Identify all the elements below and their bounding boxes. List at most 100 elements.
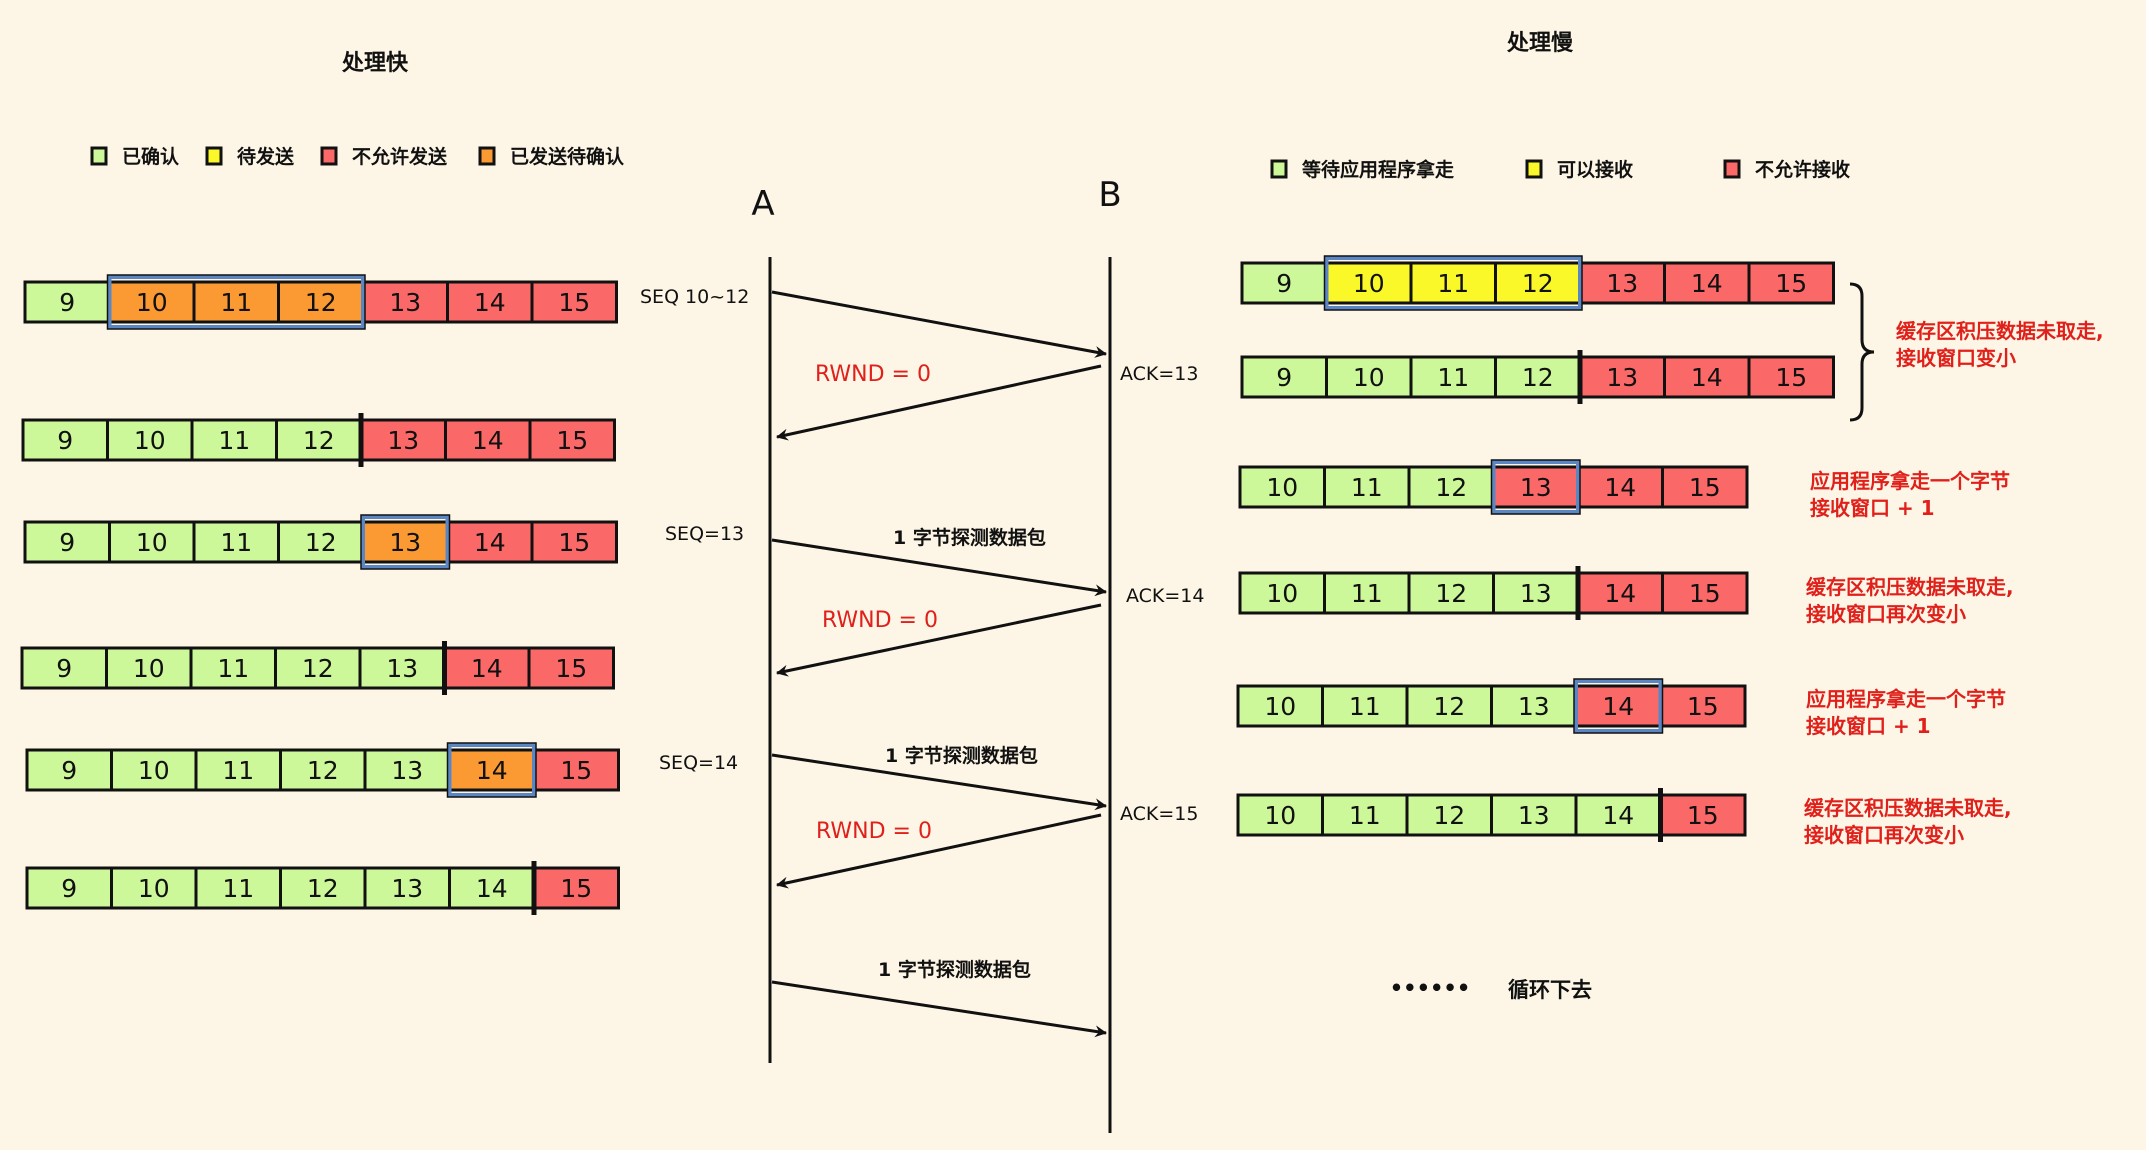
note-line: 应用程序拿走一个字节 — [1810, 469, 2010, 493]
legend-swatch-to-send — [205, 146, 223, 166]
legend-item: 待发送 — [205, 145, 295, 168]
byte-number: 10 — [1264, 692, 1296, 721]
byte-cell — [1323, 571, 1411, 615]
legend-label: 等待应用程序拿走 — [1301, 158, 1454, 181]
byte-cell — [1494, 355, 1582, 399]
byte-number: 10 — [138, 756, 170, 785]
byte-cell — [1663, 355, 1751, 399]
byte-cell — [444, 418, 532, 462]
sliding-window-frame — [107, 275, 365, 329]
byte-number: 11 — [1351, 473, 1383, 502]
byte-cell — [1405, 684, 1493, 728]
byte-number: 10 — [134, 426, 166, 455]
byte-number: 15 — [1687, 801, 1719, 830]
byte-number: 12 — [1433, 692, 1465, 721]
legend-swatch-sent-unacked — [478, 146, 496, 166]
receiver-note: 缓存区积压数据未取走,接收窗口变小 — [1896, 319, 2104, 370]
ack-label: ACK=14 — [1126, 585, 1205, 607]
left-title: 处理快 — [341, 50, 409, 76]
byte-number: 11 — [1437, 269, 1469, 298]
loop-text: 循环下去 — [1508, 978, 1592, 1002]
byte-cell — [277, 520, 365, 564]
byte-cell — [1236, 793, 1324, 837]
ack-label: ACK=13 — [1120, 363, 1199, 385]
byte-number: 13 — [389, 528, 421, 557]
byte-cell — [1240, 355, 1328, 399]
byte-number: 11 — [1349, 692, 1381, 721]
note-line: 接收窗口再次变小 — [1804, 823, 1964, 847]
byte-number: 13 — [387, 426, 419, 455]
legend-swatch-acked — [90, 146, 108, 166]
note-line: 应用程序拿走一个字节 — [1806, 687, 2006, 711]
byte-number: 11 — [218, 426, 250, 455]
byte-number: 15 — [1687, 692, 1719, 721]
byte-cell — [1321, 793, 1409, 837]
byte-cell — [1409, 355, 1497, 399]
sliding-window-outline — [106, 274, 366, 330]
right-title: 处理慢 — [1506, 30, 1574, 56]
byte-number: 10 — [136, 288, 168, 317]
byte-number: 11 — [1351, 579, 1383, 608]
byte-number: 14 — [472, 426, 504, 455]
left-legend: 已确认待发送不允许发送已发送待确认 — [90, 145, 624, 168]
host-b-label: B — [1098, 175, 1121, 215]
note-line: 接收窗口 + 1 — [1810, 496, 1935, 520]
sliding-window-frame — [1491, 460, 1580, 514]
byte-number: 13 — [1520, 579, 1552, 608]
byte-cell — [1747, 261, 1835, 305]
byte-number: 9 — [61, 756, 77, 785]
curly-brace — [1849, 282, 1875, 422]
byte-number: 14 — [471, 654, 503, 683]
byte-number: 15 — [560, 756, 592, 785]
legend-label: 不允许发送 — [352, 145, 448, 168]
loop-dots: •••••• — [1390, 976, 1471, 1000]
byte-cell — [192, 280, 280, 324]
byte-number: 10 — [1266, 579, 1298, 608]
byte-cell — [363, 866, 451, 910]
byte-number: 9 — [1276, 269, 1292, 298]
sliding-window-frame — [447, 743, 536, 797]
byte-number: 10 — [1264, 801, 1296, 830]
byte-cell — [106, 418, 194, 462]
byte-cell — [1321, 684, 1409, 728]
probe-label: 1 字节探测数据包 — [878, 958, 1031, 981]
sliding-window-outline — [1573, 678, 1664, 734]
byte-cell — [446, 280, 534, 324]
ack-label: ACK=15 — [1120, 803, 1199, 825]
legend-label: 已发送待确认 — [510, 145, 624, 168]
legend-label: 可以接收 — [1557, 158, 1633, 181]
receiver-note: 缓存区积压数据未取走,接收窗口再次变小 — [1804, 796, 2012, 847]
sliding-window-outline — [1490, 459, 1581, 515]
byte-number: 13 — [1520, 473, 1552, 502]
byte-cell — [1405, 793, 1493, 837]
byte-number: 9 — [61, 874, 77, 903]
arrow-right — [771, 980, 1107, 1038]
host-a-label: A — [751, 184, 774, 224]
note-line: 缓存区积压数据未取走, — [1806, 575, 2014, 599]
message-a-to-b: 1 字节探测数据包 — [771, 958, 1107, 1038]
byte-number: 15 — [558, 528, 590, 557]
byte-cell — [1747, 355, 1835, 399]
byte-cell — [1238, 465, 1326, 509]
byte-number: 11 — [222, 874, 254, 903]
right-legend: 等待应用程序拿走可以接收不允许接收 — [1270, 158, 1850, 181]
sliding-window-frame — [1324, 256, 1582, 310]
note-line: 接收窗口变小 — [1896, 346, 2016, 370]
byte-number: 13 — [391, 756, 423, 785]
byte-cell — [530, 280, 618, 324]
byte-cell — [1574, 684, 1662, 728]
legend-swatch-acked — [1270, 159, 1288, 179]
